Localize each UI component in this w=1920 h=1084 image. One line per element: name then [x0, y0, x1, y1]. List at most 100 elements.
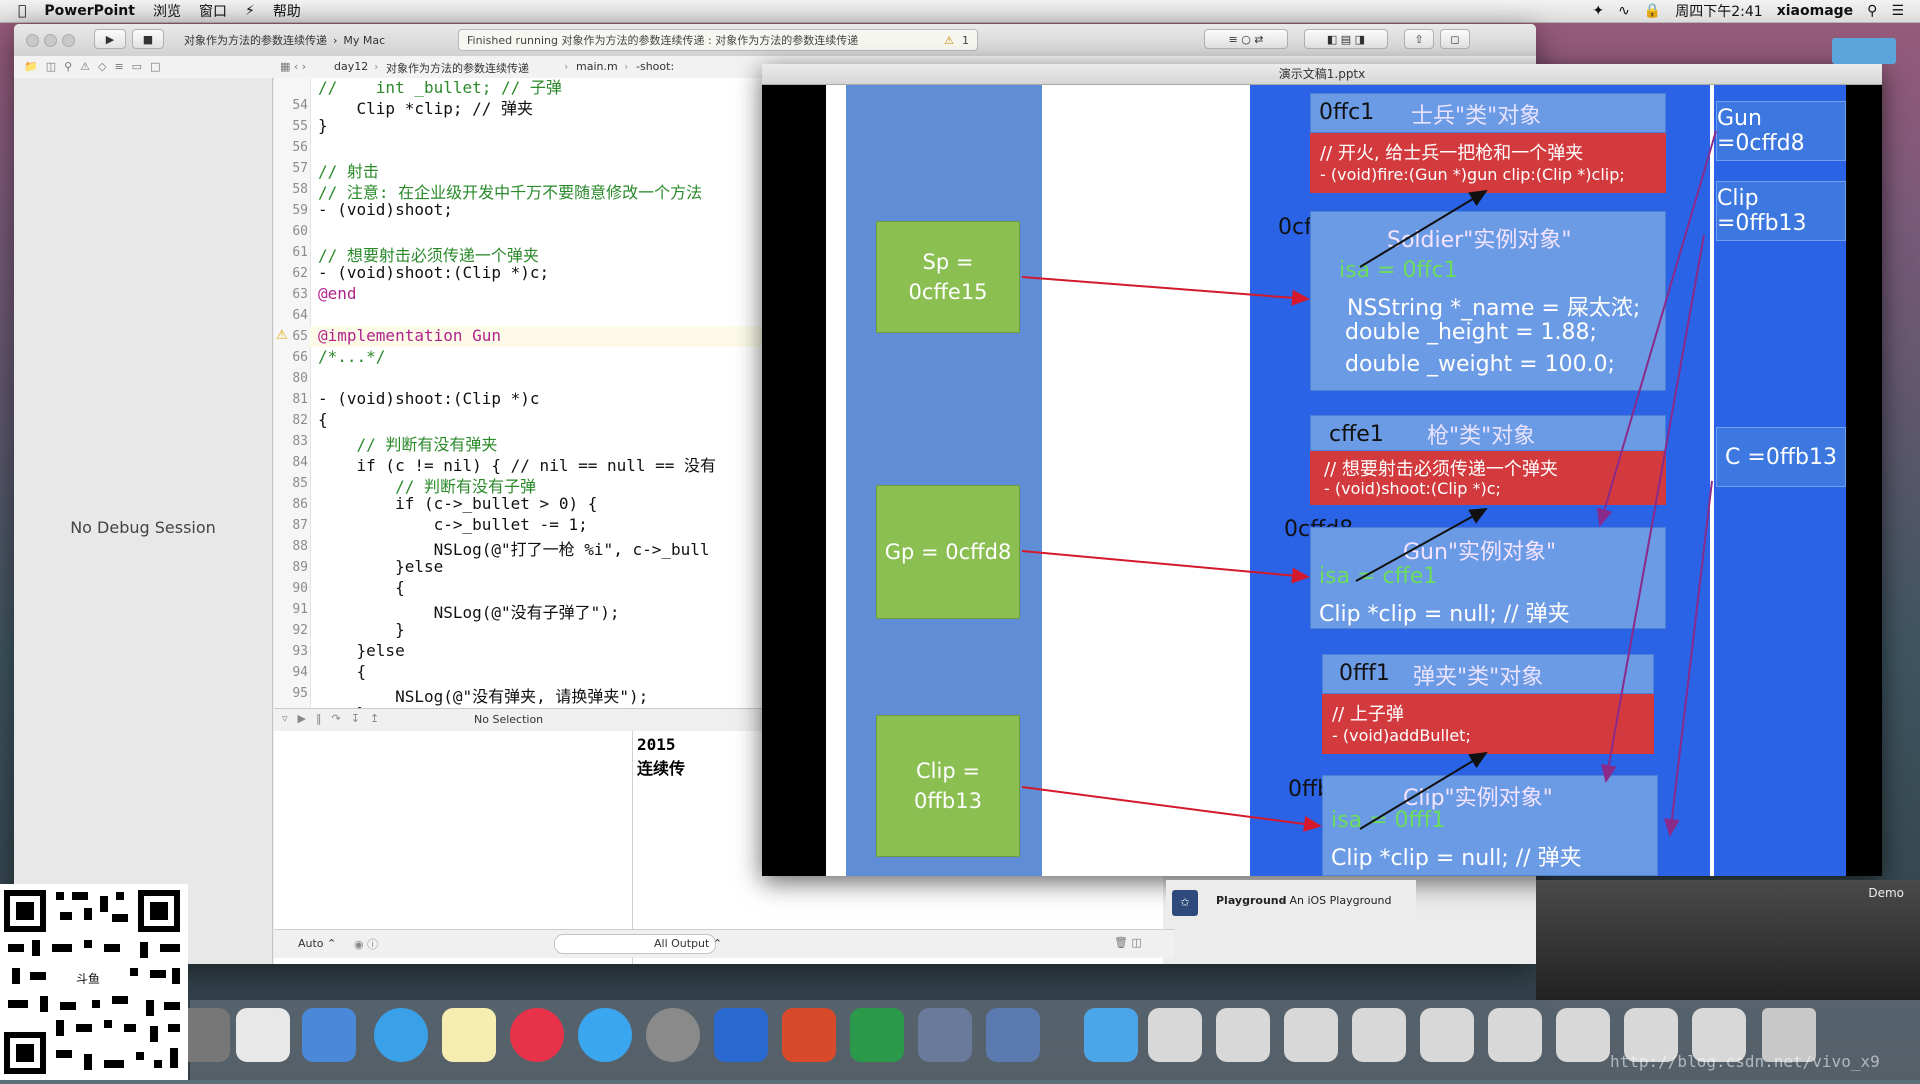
dock-window-thumb-2[interactable] — [1216, 1008, 1270, 1062]
code-line[interactable]: - (void)shoot:(Clip *)c; — [318, 263, 550, 282]
quicklook-icon[interactable]: ◉ ⓘ — [354, 938, 379, 951]
breadcrumb-project[interactable]: day12 — [334, 60, 369, 73]
code-line[interactable]: NSLog(@"没有弹夹, 请换弹夹"); — [318, 687, 649, 706]
code-line[interactable]: // 想要射击必须传递一个弹夹 — [318, 246, 539, 265]
code-line[interactable]: }else — [318, 641, 405, 660]
dock-word-icon[interactable] — [714, 1008, 768, 1062]
run-button[interactable]: ▶ — [94, 29, 126, 49]
line-number: 85 — [292, 476, 308, 491]
dock-settings-icon[interactable] — [646, 1008, 700, 1062]
breadcrumb-method[interactable]: -shoot: — [636, 60, 675, 73]
code-line[interactable]: c->_bullet -= 1; — [318, 515, 588, 534]
code-line[interactable]: } — [318, 620, 405, 639]
code-line[interactable]: // int _bullet; // 子弹 — [318, 78, 562, 97]
dock-preview-icon[interactable] — [986, 1008, 1040, 1062]
dock-window-thumb-4[interactable] — [1352, 1008, 1406, 1062]
breadcrumb-folder[interactable]: 对象作为方法的参数连续传递 — [386, 62, 529, 75]
share-button[interactable]: ⇧ — [1404, 29, 1434, 49]
menu-item-browse[interactable]: 浏览 — [144, 4, 181, 20]
playground-subtitle: - An iOS Playground — [1282, 894, 1392, 907]
code-line[interactable]: - (void)shoot:(Clip *)c — [318, 389, 540, 408]
code-line[interactable]: /*...*/ — [318, 347, 386, 366]
dock-maps-icon[interactable] — [236, 1008, 290, 1062]
dock-window-thumb-7[interactable] — [1556, 1008, 1610, 1062]
dock-excel-icon[interactable] — [850, 1008, 904, 1062]
dock-window-thumb-8[interactable] — [1624, 1008, 1678, 1062]
device-name: My Mac — [343, 33, 386, 47]
menu-item-help[interactable]: 帮助 — [264, 4, 301, 20]
code-line[interactable]: } — [318, 704, 367, 708]
code-line[interactable]: Clip *clip; // 弹夹 — [318, 99, 534, 118]
wifi-icon[interactable]: ∿ — [1618, 3, 1630, 19]
dock-folder-icon[interactable] — [1084, 1008, 1138, 1062]
clock-text[interactable]: 周四下午2:41 — [1675, 4, 1763, 20]
related-items-icon[interactable]: ▦ ‹ › — [280, 60, 307, 73]
dock-window-thumb-9[interactable] — [1692, 1008, 1746, 1062]
code-line[interactable]: @end — [318, 284, 357, 303]
variables-view[interactable] — [274, 731, 633, 964]
lock-icon[interactable]: 🔒 — [1643, 3, 1662, 19]
code-line[interactable]: { — [318, 410, 328, 429]
dock-powerpoint-icon[interactable] — [782, 1008, 836, 1062]
breadcrumb-file[interactable]: main.m — [576, 60, 618, 73]
code-line[interactable]: - (void)shoot; — [318, 200, 453, 219]
line-number: 61 — [292, 245, 308, 260]
close-button[interactable] — [26, 34, 39, 47]
code-line[interactable]: } — [318, 116, 328, 135]
dock-xcode-icon[interactable] — [302, 1008, 356, 1062]
code-line[interactable]: // 注意: 在企业级开发中千万不要随意修改一个方法 — [318, 183, 703, 202]
warning-icon[interactable]: ⚠ — [944, 33, 954, 47]
desktop-folder-icon[interactable] — [1832, 38, 1896, 64]
code-line[interactable]: // 判断有没有弹夹 — [318, 435, 498, 454]
code-line[interactable]: { — [318, 662, 367, 681]
code-line[interactable]: @implementation Gun — [318, 326, 502, 345]
status-menu-icon[interactable]: ✦ — [1592, 3, 1605, 19]
menu-app-name[interactable]: PowerPoint — [36, 3, 135, 19]
spotlight-icon[interactable]: ⚲ — [1867, 3, 1878, 19]
user-name[interactable]: xiaomage — [1776, 3, 1854, 19]
variables-filter-field[interactable] — [554, 934, 716, 954]
script-icon[interactable]: ⚡ — [236, 3, 255, 19]
code-line[interactable]: NSLog(@"打了一枪 %i", c->_bull — [318, 540, 710, 559]
dock-safari-icon[interactable] — [374, 1008, 428, 1062]
dock-window-thumb-6[interactable] — [1488, 1008, 1542, 1062]
stop-button[interactable]: ■ — [132, 29, 164, 49]
trash-icon[interactable]: 🗑 ◫ — [1114, 936, 1142, 949]
debug-controls-icon[interactable]: ▿▶‖↷↧↥ — [282, 712, 390, 725]
scheme-name: 对象作为方法的参数连续传递 — [184, 34, 327, 47]
code-line[interactable]: }else — [318, 557, 444, 576]
code-line[interactable]: // 射击 — [318, 162, 379, 181]
code-line[interactable]: if (c != nil) { // nil == null == 没有 — [318, 456, 717, 475]
code-line[interactable]: NSLog(@"没有子弹了"); — [318, 603, 620, 622]
code-line[interactable]: { — [318, 578, 405, 597]
editor-mode-control[interactable]: ≡ ○ ⇄ — [1204, 29, 1288, 49]
playground-item[interactable]: ✩ Playground - An iOS Playground — [1166, 880, 1416, 924]
code-line[interactable]: // 判断有没有子弹 — [318, 477, 536, 496]
auto-scope-select[interactable]: Auto ⌃ — [298, 937, 337, 950]
code-line[interactable]: if (c->_bullet > 0) { — [318, 494, 598, 513]
status-text: Finished running 对象作为方法的参数连续传递 : 对象作为方法的… — [467, 34, 859, 47]
demo-folder-thumbnail[interactable]: Demo — [1536, 880, 1920, 1000]
scheme-selector[interactable]: 对象作为方法的参数连续传递 › My Mac — [184, 33, 386, 48]
dock-keynote-icon[interactable] — [918, 1008, 972, 1062]
view-toggle-control[interactable]: ◧ ▤ ◨ — [1304, 29, 1388, 49]
dock-window-thumb-1[interactable] — [1148, 1008, 1202, 1062]
fullscreen-button[interactable]: ◻ — [1440, 29, 1470, 49]
dock-notes-icon[interactable] — [442, 1008, 496, 1062]
warning-marker-icon[interactable]: ⚠ — [276, 328, 288, 343]
dock-music-icon[interactable] — [510, 1008, 564, 1062]
dock-appstore-icon[interactable] — [578, 1008, 632, 1062]
dock-window-thumb-3[interactable] — [1284, 1008, 1338, 1062]
navigator-tabs-icon[interactable]: 📁◫⚲⚠◇≡▭□ — [24, 60, 169, 73]
notification-icon[interactable]: ☰ — [1891, 3, 1904, 19]
zoom-button[interactable] — [62, 34, 75, 47]
line-number: 93 — [292, 644, 308, 659]
qr-center-label: 斗鱼 — [76, 972, 101, 986]
output-select[interactable]: All Output ⌃ — [654, 937, 723, 950]
menu-item-window[interactable]: 窗口 — [190, 4, 227, 20]
dock-trash-icon[interactable] — [1762, 1008, 1816, 1062]
dock-window-thumb-5[interactable] — [1420, 1008, 1474, 1062]
minimize-button[interactable] — [44, 34, 57, 47]
apple-icon[interactable]:  — [18, 3, 26, 19]
